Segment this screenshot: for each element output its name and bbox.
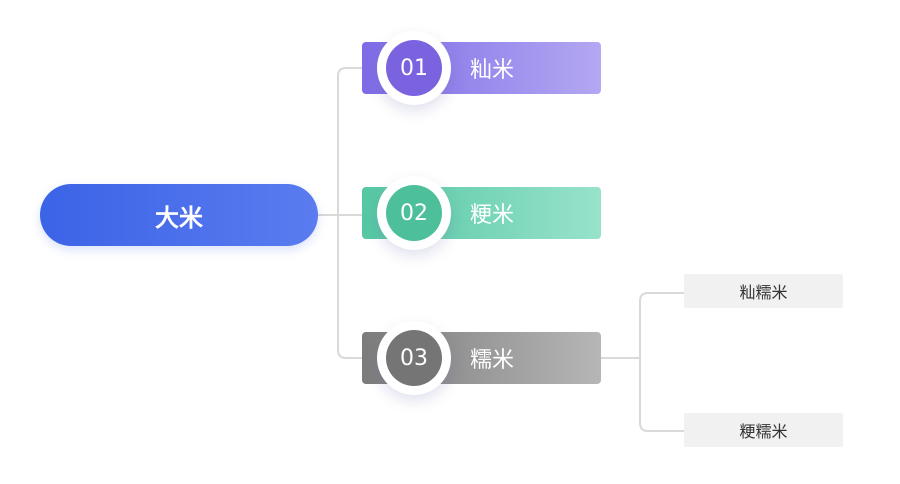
leaf-label: 籼糯米 bbox=[739, 283, 788, 302]
number-badge: 02 bbox=[377, 176, 451, 250]
branch-label: 粳米 bbox=[470, 203, 515, 228]
badge-number: 02 bbox=[400, 200, 428, 226]
number-badge: 03 bbox=[377, 321, 451, 395]
branch-label: 糯米 bbox=[470, 348, 515, 373]
branch-node-01: 01 籼米 bbox=[362, 31, 601, 105]
leaf-connector bbox=[601, 292, 684, 432]
branch-node-02: 02 粳米 bbox=[362, 176, 601, 250]
badge-number: 01 bbox=[400, 55, 428, 81]
leaf-node: 籼糯米 bbox=[684, 274, 843, 308]
number-badge: 01 bbox=[377, 31, 451, 105]
branch-connector bbox=[337, 67, 362, 359]
branch-label: 籼米 bbox=[470, 58, 515, 83]
badge-number: 03 bbox=[400, 345, 428, 371]
branch-node-03: 03 糯米 bbox=[362, 321, 601, 395]
leaf-node: 粳糯米 bbox=[684, 413, 843, 447]
root-node: 大米 bbox=[40, 184, 318, 246]
leaf-label: 粳糯米 bbox=[739, 422, 788, 441]
root-label: 大米 bbox=[155, 203, 203, 232]
